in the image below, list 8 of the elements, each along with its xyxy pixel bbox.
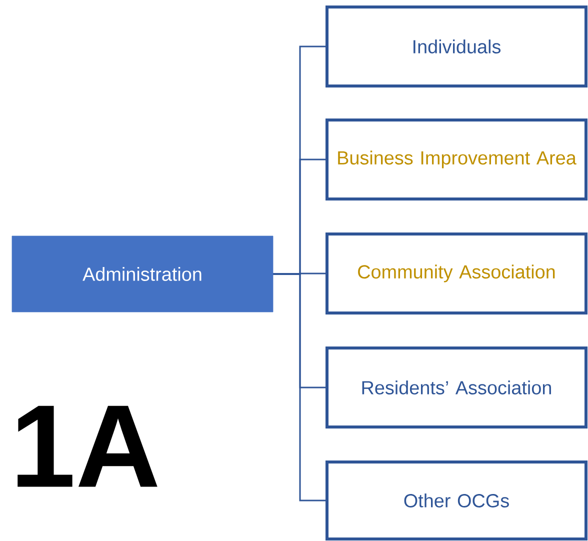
text-box: Business Improvement Area: [326, 118, 588, 200]
text-box: Other OCGs: [326, 460, 588, 540]
text-box: Individuals: [326, 6, 588, 88]
process-box: Administration: [12, 236, 274, 312]
text-box: Residents’ Association: [326, 346, 588, 428]
text-box: Community Association: [326, 232, 588, 314]
panel-label: 1A: [18, 406, 158, 487]
connector-line: [273, 273, 327, 502]
